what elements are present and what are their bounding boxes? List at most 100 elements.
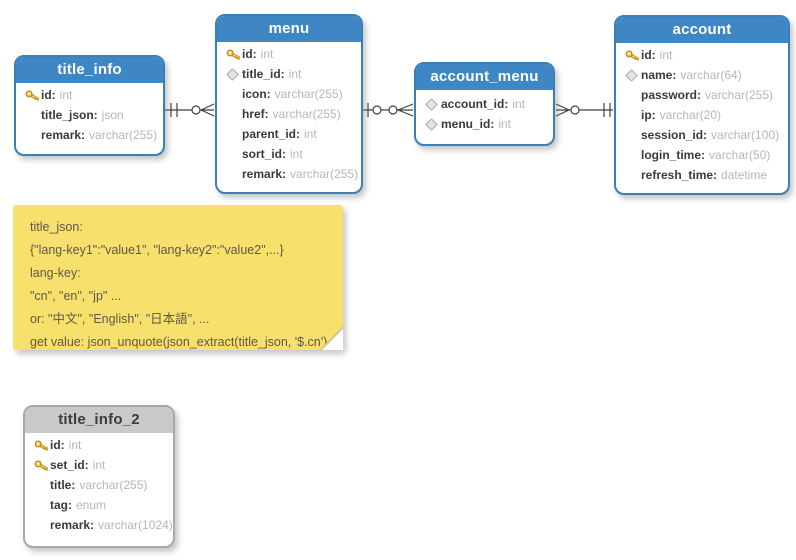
field-name: id: (641, 48, 656, 62)
field-name: remark: (242, 167, 287, 181)
field-row-icon[interactable]: icon:varchar(255) (217, 84, 361, 104)
field-name: set_id: (50, 458, 89, 472)
foreign-key-diamond-icon (625, 68, 638, 82)
field-type: int (659, 48, 673, 62)
field-type: int (68, 438, 82, 452)
field-name: ip: (641, 108, 656, 122)
field-name: name: (641, 68, 677, 82)
foreign-key-diamond-icon (425, 97, 438, 111)
note-line: lang-key: (30, 266, 81, 280)
field-row-id[interactable]: id:int (217, 44, 361, 64)
primary-key-icon-cell (31, 459, 50, 472)
foreign-key-icon-cell (622, 68, 641, 82)
field-row-id[interactable]: id:int (16, 85, 163, 105)
field-type: varchar(255) (274, 87, 343, 101)
field-row-session_id[interactable]: session_id:varchar(100) (616, 125, 788, 145)
field-name: id: (41, 88, 56, 102)
field-type: varchar(1024) (98, 518, 173, 532)
table-title_info-header[interactable]: title_info (16, 57, 163, 83)
connector-account_menu-account[interactable] (555, 103, 613, 117)
foreign-key-diamond-icon (226, 67, 239, 81)
foreign-key-icon-cell (223, 67, 242, 81)
field-row-set_id[interactable]: set_id:int (25, 455, 173, 475)
connector-menu-account_menu[interactable] (363, 103, 414, 117)
table-account-header[interactable]: account (616, 17, 788, 43)
field-row-menu_id[interactable]: menu_id:int (416, 114, 553, 134)
field-row-title_json[interactable]: title_json:json (16, 105, 163, 125)
field-row-id[interactable]: id:int (616, 45, 788, 65)
note-fold-corner-icon (322, 329, 343, 350)
sticky-note[interactable]: title_json: {"lang-key1":"value1", "lang… (13, 205, 343, 350)
table-title_info_2-header[interactable]: title_info_2 (25, 407, 173, 433)
note-line: title_json: (30, 220, 83, 234)
field-name: session_id: (641, 128, 708, 142)
field-row-remark[interactable]: remark:varchar(255) (16, 125, 163, 145)
field-type: varchar(255) (272, 107, 341, 121)
note-line: get value: json_unquote(json_extract(tit… (30, 335, 328, 349)
field-row-id[interactable]: id:int (25, 435, 173, 455)
field-row-account_id[interactable]: account_id:int (416, 94, 553, 114)
field-type: int (288, 67, 302, 81)
field-name: href: (242, 107, 269, 121)
field-row-refresh_time[interactable]: refresh_time:datetime (616, 165, 788, 185)
field-name: menu_id: (441, 117, 495, 131)
field-type: int (92, 458, 106, 472)
field-type: int (498, 117, 512, 131)
field-name: login_time: (641, 148, 706, 162)
field-name: id: (50, 438, 65, 452)
connector-title_info-menu[interactable] (165, 103, 215, 117)
table-account_menu-header[interactable]: account_menu (416, 64, 553, 90)
field-type: int (512, 97, 526, 111)
field-row-password[interactable]: password:varchar(255) (616, 85, 788, 105)
primary-key-icon (25, 89, 39, 100)
table-menu-header[interactable]: menu (217, 16, 361, 42)
field-type: enum (76, 498, 107, 512)
field-row-remark[interactable]: remark:varchar(1024) (25, 515, 173, 535)
foreign-key-diamond-icon (425, 117, 438, 131)
field-row-tag[interactable]: tag:enum (25, 495, 173, 515)
field-row-title_id[interactable]: title_id:int (217, 64, 361, 84)
field-type: int (260, 47, 274, 61)
field-name: sort_id: (242, 147, 287, 161)
field-name: password: (641, 88, 702, 102)
field-name: account_id: (441, 97, 509, 111)
field-type: int (304, 127, 317, 141)
foreign-key-icon-cell (422, 117, 441, 131)
field-row-parent_id[interactable]: parent_id:int (217, 124, 361, 144)
field-type: varchar(100) (711, 128, 780, 142)
note-line: or: "中文", "English", "日本語", ... (30, 312, 210, 326)
field-row-login_time[interactable]: login_time:varchar(50) (616, 145, 788, 165)
field-name: id: (242, 47, 257, 61)
field-type: datetime (721, 168, 768, 182)
primary-key-icon-cell (22, 89, 41, 102)
field-row-name[interactable]: name:varchar(64) (616, 65, 788, 85)
field-name: title_id: (242, 67, 285, 81)
note-line: "cn", "en", "jp" ... (30, 289, 122, 303)
field-row-title[interactable]: title:varchar(255) (25, 475, 173, 495)
field-name: title_json: (41, 108, 98, 122)
field-type: varchar(255) (290, 167, 359, 181)
field-name: parent_id: (242, 127, 301, 141)
primary-key-icon-cell (31, 439, 50, 452)
field-type: varchar(64) (680, 68, 742, 82)
field-row-href[interactable]: href:varchar(255) (217, 104, 361, 124)
field-type: int (290, 147, 303, 161)
foreign-key-icon-cell (422, 97, 441, 111)
field-name: icon: (242, 87, 271, 101)
field-name: refresh_time: (641, 168, 718, 182)
primary-key-icon (226, 48, 240, 59)
field-name: remark: (50, 518, 95, 532)
field-row-remark[interactable]: remark:varchar(255) (217, 164, 361, 184)
field-row-sort_id[interactable]: sort_id:int (217, 144, 361, 164)
field-row-ip[interactable]: ip:varchar(20) (616, 105, 788, 125)
